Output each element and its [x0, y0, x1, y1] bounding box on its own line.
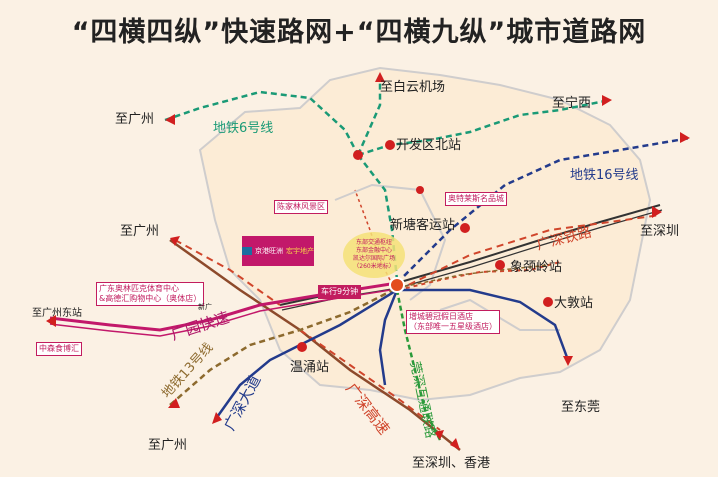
metro16-line	[396, 136, 691, 284]
arrowheads	[46, 72, 690, 450]
label-xintang: 新塘客运站	[390, 218, 456, 233]
metro6-line	[357, 154, 399, 281]
label-dongguan: 至东莞	[561, 400, 601, 415]
hub-bubble: 东部交通枢纽 东部金融中心 凯达尔国际广场 （260米地标）	[343, 232, 405, 278]
tag-outlets: 奥特莱斯名品城	[445, 192, 507, 206]
dongguan-route-line	[395, 289, 442, 441]
kaifaqu-north-dot	[385, 140, 395, 150]
label-guangzhou-sw: 至广州	[148, 438, 188, 453]
label-dadun: 大敦站	[554, 296, 594, 311]
label-shenzhen-hk: 至深圳、香港	[412, 456, 491, 471]
label-baiyun: 至白云机场	[380, 80, 446, 95]
bubble-line-1: 东部交通枢纽	[355, 239, 392, 246]
tag-resort: 增城碧冠假日酒店 （东部唯一五星级酒店）	[406, 310, 500, 334]
bubble-line-3: 凯达尔国际广场	[352, 255, 395, 262]
guangshen-highway-line	[169, 238, 461, 451]
brand-sub: 宏宇地产	[286, 247, 314, 255]
label-guangzhou-east: 至广州东站	[32, 308, 82, 319]
guangshen-avenue-line	[213, 288, 570, 421]
rail-dash	[397, 214, 661, 291]
station-dots	[297, 140, 553, 352]
tag-sports-center: 广东奥林匹克体育中心 &高德汇购物中心（奥体店）	[96, 282, 205, 306]
label-metro16: 地铁16号线	[570, 168, 639, 183]
label-guangzhou-nw: 至广州	[115, 112, 155, 127]
guangyuan-express-line	[49, 288, 398, 337]
hub-marker	[389, 277, 405, 293]
label-small-road: 新广	[198, 303, 212, 311]
kaifaqu-station-dot	[353, 150, 363, 160]
metro6-line	[164, 90, 360, 156]
tag-chenjialin: 陈家林风景区	[274, 200, 328, 214]
guangshen-highway-dash	[299, 329, 441, 431]
dadun-dot	[543, 297, 553, 307]
resort-name: 增城碧冠假日酒店	[409, 312, 473, 321]
bubble-line-2: 东部金融中心	[355, 247, 392, 254]
xintang-station-dot	[460, 223, 470, 233]
label-metro6: 地铁6号线	[213, 121, 274, 136]
label-wenyong: 温涌站	[290, 360, 330, 375]
project-logo: 京港旺洲 宏宇地产	[242, 236, 314, 266]
inner-border	[334, 183, 447, 301]
district-outline	[198, 66, 652, 402]
page-title: “四横四纵”快速路网+“四横九纵”城市道路网	[71, 17, 647, 48]
local-dash	[396, 264, 551, 289]
metro13-line	[169, 286, 398, 406]
brand-name: 京港旺洲	[255, 247, 283, 255]
metro6-line	[356, 78, 382, 156]
xiangjiangling-dot	[495, 260, 505, 270]
label-guangzhou-w: 至广州	[120, 224, 160, 239]
wenyong-dot	[297, 342, 307, 352]
rail-dash	[174, 239, 281, 306]
tag-car-time: 车行9分钟	[318, 285, 362, 299]
gaode-mall-name: &高德汇购物中心（奥体店）	[99, 294, 202, 303]
resort-sub: （东部唯一五星级酒店）	[409, 322, 497, 331]
label-kaifaqu-north: 开发区北站	[396, 138, 462, 153]
label-ningxi: 至宁西	[552, 96, 592, 111]
label-shenzhen: 至深圳	[640, 224, 680, 239]
sports-center-name: 广东奥林匹克体育中心	[99, 284, 179, 293]
junction-dot	[416, 186, 424, 194]
logo-icon	[242, 247, 252, 255]
label-xiangjiangling: 象颈岭站	[510, 260, 563, 275]
tag-zhongsen: 中森食博汇	[36, 342, 82, 356]
bubble-line-4: （260米地标）	[353, 263, 395, 270]
guangshen-avenue-line	[378, 289, 399, 386]
